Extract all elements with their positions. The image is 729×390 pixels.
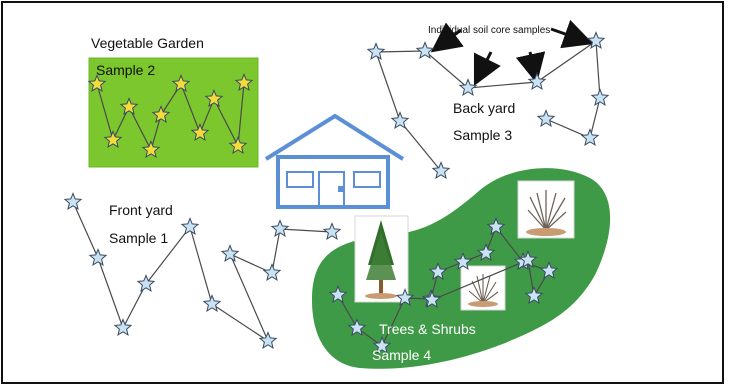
sample-1-label: Sample 1 — [109, 230, 168, 246]
sample-2-label: Sample 2 — [96, 62, 155, 78]
sample-star-icon — [458, 78, 478, 96]
sample-star-icon — [415, 41, 435, 59]
soil-core-arrows — [430, 19, 594, 87]
back-yard-label: Back yard — [453, 100, 515, 116]
sample-star-icon — [136, 274, 156, 292]
sample-star-icon — [422, 290, 442, 308]
sample-star-icon — [204, 89, 224, 107]
sample-star-icon — [270, 219, 290, 237]
sample-star-icon — [171, 74, 191, 92]
sample-star-icon — [586, 31, 606, 49]
sample-star-icon — [151, 105, 171, 123]
sample-star-icon — [453, 252, 473, 270]
sample-points — [63, 31, 610, 354]
sample-star-icon — [328, 285, 348, 303]
sample-2-route — [96, 82, 245, 152]
sample-star-icon — [476, 243, 496, 261]
sample-star-icon — [202, 294, 222, 312]
sample-star-icon — [180, 217, 200, 235]
front-yard-label: Front yard — [109, 202, 173, 218]
sample-star-icon — [536, 109, 556, 127]
sample-star-icon — [431, 161, 451, 179]
trees-shrubs-label: Trees & Shrubs — [379, 321, 476, 337]
vegetable-garden-label: Vegetable Garden — [91, 35, 204, 51]
house-icon — [264, 113, 405, 209]
sample-3-route — [375, 39, 601, 172]
sample-star-icon — [486, 217, 506, 235]
sample-star-icon — [228, 136, 248, 154]
sample-star-icon — [539, 261, 559, 279]
sample-star-icon — [322, 222, 342, 240]
sample-1-route — [72, 201, 333, 343]
sample-star-icon — [372, 336, 392, 354]
sample-star-icon — [63, 192, 83, 210]
sample-star-icon — [395, 288, 415, 306]
house-door-knob — [338, 186, 343, 192]
sample-star-icon — [524, 286, 544, 304]
tree-icon — [354, 215, 409, 303]
sample-star-icon — [590, 88, 610, 106]
shrub-icon — [517, 180, 575, 239]
sample-star-icon — [347, 318, 367, 336]
sample-star-icon — [113, 318, 133, 336]
vegetable-garden-area — [88, 57, 259, 168]
individual-soil-core-label: Individual soil core samples — [428, 25, 550, 36]
sample-star-icon — [518, 250, 538, 268]
sample-star-icon — [220, 244, 240, 262]
sample-star-icon — [88, 248, 108, 266]
sample-star-icon — [262, 263, 282, 281]
sample-4-label: Sample 4 — [372, 347, 431, 363]
sample-star-icon — [428, 262, 448, 280]
sample-star-icon — [141, 140, 161, 158]
sample-star-icon — [366, 42, 386, 60]
sample-star-icon — [258, 331, 278, 349]
sample-star-icon — [119, 97, 139, 115]
sample-star-icon — [87, 74, 107, 92]
sample-star-icon — [103, 130, 123, 148]
sample-star-icon — [390, 111, 410, 129]
sample-star-icon — [190, 123, 210, 141]
sample-star-icon — [527, 72, 547, 90]
sample-4-route — [337, 225, 550, 347]
shrub-icon — [460, 265, 506, 311]
sample-star-icon — [234, 73, 254, 91]
sample-3-label: Sample 3 — [453, 127, 512, 143]
sample-star-icon — [580, 128, 600, 146]
